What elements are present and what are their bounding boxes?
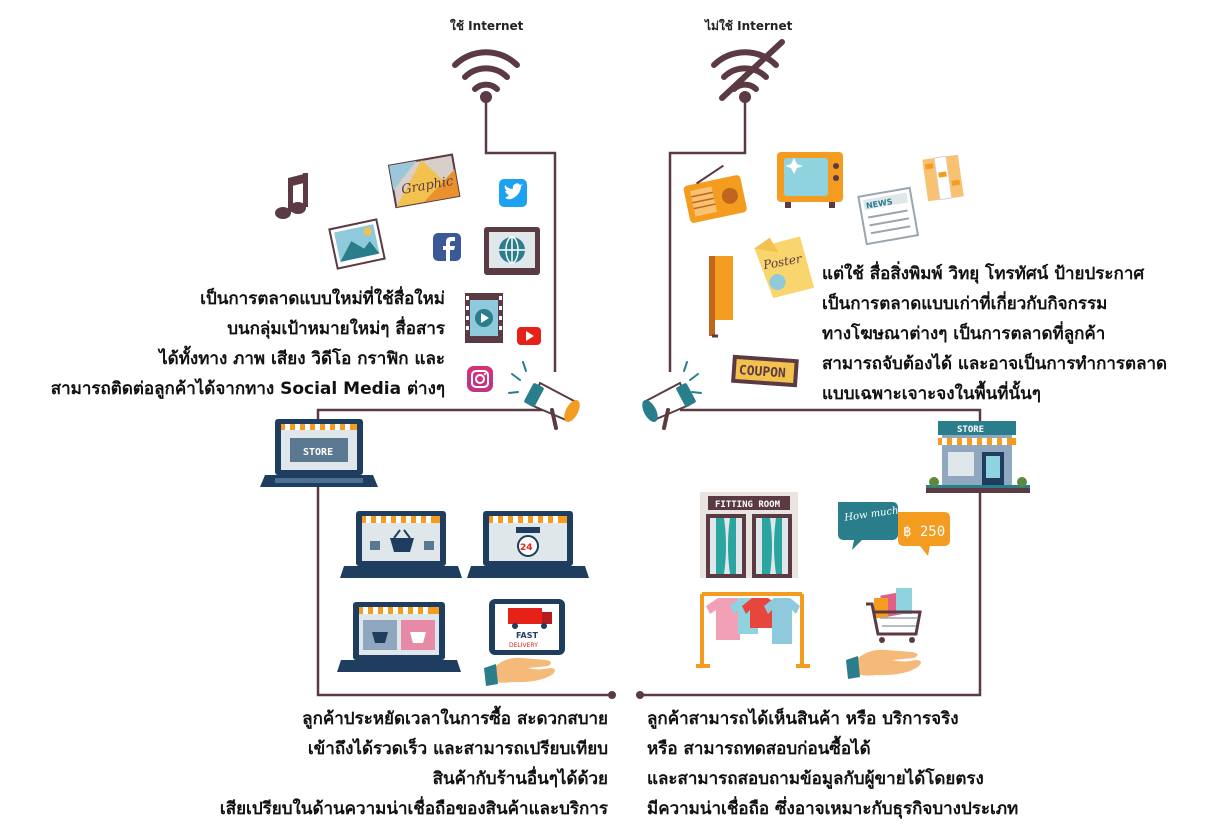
offline-summary-line: ลูกค้าสามารถได้เห็นสินค้า หรือ บริการจริ…: [647, 709, 959, 729]
right-junction-dot: [636, 691, 644, 699]
online-description-line: บนกลุ่มเป้าหมายใหม่ๆ สื่อสาร: [227, 319, 445, 339]
clothes-rack-icon: [696, 592, 810, 668]
online-description-line: สามารถติดต่อลูกค้าได้จากทาง Social Media…: [50, 379, 445, 399]
leaflet-icon: [922, 154, 964, 202]
laptop-24h-service-icon: 24: [467, 511, 589, 578]
fitting-room-icon: FITTING ROOM: [700, 492, 798, 578]
wifi-icon: [452, 49, 520, 103]
online-summary: ลูกค้าประหยัดเวลาในการซื้อ สะดวกสบาย เข้…: [220, 704, 608, 824]
internet-title: ใช้ Internet: [450, 19, 524, 33]
delivery-label: DELIVERY: [509, 642, 538, 649]
laptop-shopping-basket-icon: [340, 511, 462, 578]
physical-store-icon: STORE: [926, 421, 1030, 493]
coupon-label: COUPON: [738, 363, 786, 381]
left-junction-dot: [608, 691, 616, 699]
offline-summary-line: หรือ สามารถทดสอบก่อนซื้อได้: [647, 739, 871, 759]
online-summary-line: เข้าถึงได้รวดเร็ว และสามารถเปรียบเทียบ: [307, 739, 608, 759]
laptop-product-compare-icon: [337, 602, 461, 672]
offline-description-line: ทางโฆษณาต่างๆ เป็นการตลาดที่ลูกค้า: [822, 324, 1106, 344]
wifi-off-icon: [711, 39, 785, 103]
online-description: เป็นการตลาดแบบใหม่ที่ใช้สื่อใหม่ บนกลุ่ม…: [51, 284, 445, 404]
price-question-bubbles-icon: How much? ฿ 250: [838, 502, 950, 556]
megaphone-left-icon: [508, 361, 580, 430]
tablet-fast-delivery-icon: FAST DELIVERY: [489, 599, 565, 655]
youtube-icon: [517, 327, 541, 345]
online-store-label: STORE: [303, 447, 333, 458]
price-label: ฿ 250: [903, 524, 945, 540]
online-summary-line: สินค้ากับร้านอื่นๆได้ด้วย: [432, 769, 608, 789]
offline-description-line: แบบเฉพาะเจาะจงในพื้นที่นั้นๆ: [822, 384, 1041, 404]
offline-summary-line: และสามารถสอบถามข้อมูลกับผู้ขายได้โดยตรง: [647, 769, 984, 789]
online-summary-line: ลูกค้าประหยัดเวลาในการซื้อ สะดวกสบาย: [302, 709, 608, 729]
hand-giving-left-icon: [484, 657, 555, 686]
fast-label: FAST: [516, 631, 539, 640]
offline-summary-line: มีความน่าเชื่อถือ ซึ่งอาจเหมาะกับธุรกิจบ…: [647, 799, 1019, 819]
graphic-poster-icon: Graphic: [387, 153, 461, 209]
image-photo-icon: [328, 218, 386, 270]
banner-stand-icon: [709, 256, 733, 338]
facebook-icon: [433, 233, 461, 261]
online-summary-line: เสียเปรียบในด้านความน่าเชื่อถือของสินค้า…: [219, 799, 608, 819]
radio-icon: [683, 164, 747, 223]
online-store-laptop-icon: STORE: [260, 419, 378, 487]
newspaper-icon: NEWS: [857, 186, 920, 246]
poster-label: Poster: [761, 251, 804, 272]
online-description-line: เป็นการตลาดแบบใหม่ที่ใช้สื่อใหม่: [200, 289, 445, 309]
web-browser-icon: [484, 227, 540, 275]
fitting-room-label: FITTING ROOM: [715, 500, 781, 510]
video-film-icon: [465, 293, 503, 343]
instagram-icon: [467, 366, 493, 392]
offline-description-line: แต่ใช้ สื่อสิ่งพิมพ์ วิทยุ โทรทัศน์ ป้าย…: [822, 264, 1145, 284]
shopping-cart-hand-icon: [846, 588, 922, 679]
poster-icon: Poster: [754, 236, 815, 298]
music-note-icon: [275, 173, 308, 219]
coupon-icon: COUPON: [731, 354, 799, 388]
offline-summary: ลูกค้าสามารถได้เห็นสินค้า หรือ บริการจริ…: [647, 704, 1018, 824]
no-internet-title: ไม่ใช้ Internet: [705, 19, 793, 33]
megaphone-right-icon: [642, 361, 702, 430]
twitter-icon: [499, 179, 527, 207]
television-icon: [777, 152, 843, 208]
physical-store-label: STORE: [957, 425, 984, 435]
online-description-line: ได้ทั้งทาง ภาพ เสียง วิดีโอ กราฟิก และ: [159, 349, 445, 369]
offline-description-line: สามารถจับต้องได้ และอาจเป็นการทำการตลาด: [822, 354, 1168, 374]
delivery-24-label: 24: [520, 543, 533, 553]
offline-description-line: เป็นการตลาดแบบเก่าที่เกี่ยวกับกิจกรรม: [822, 294, 1108, 314]
offline-description: แต่ใช้ สื่อสิ่งพิมพ์ วิทยุ โทรทัศน์ ป้าย…: [822, 259, 1167, 409]
connector-lines: [316, 98, 982, 697]
